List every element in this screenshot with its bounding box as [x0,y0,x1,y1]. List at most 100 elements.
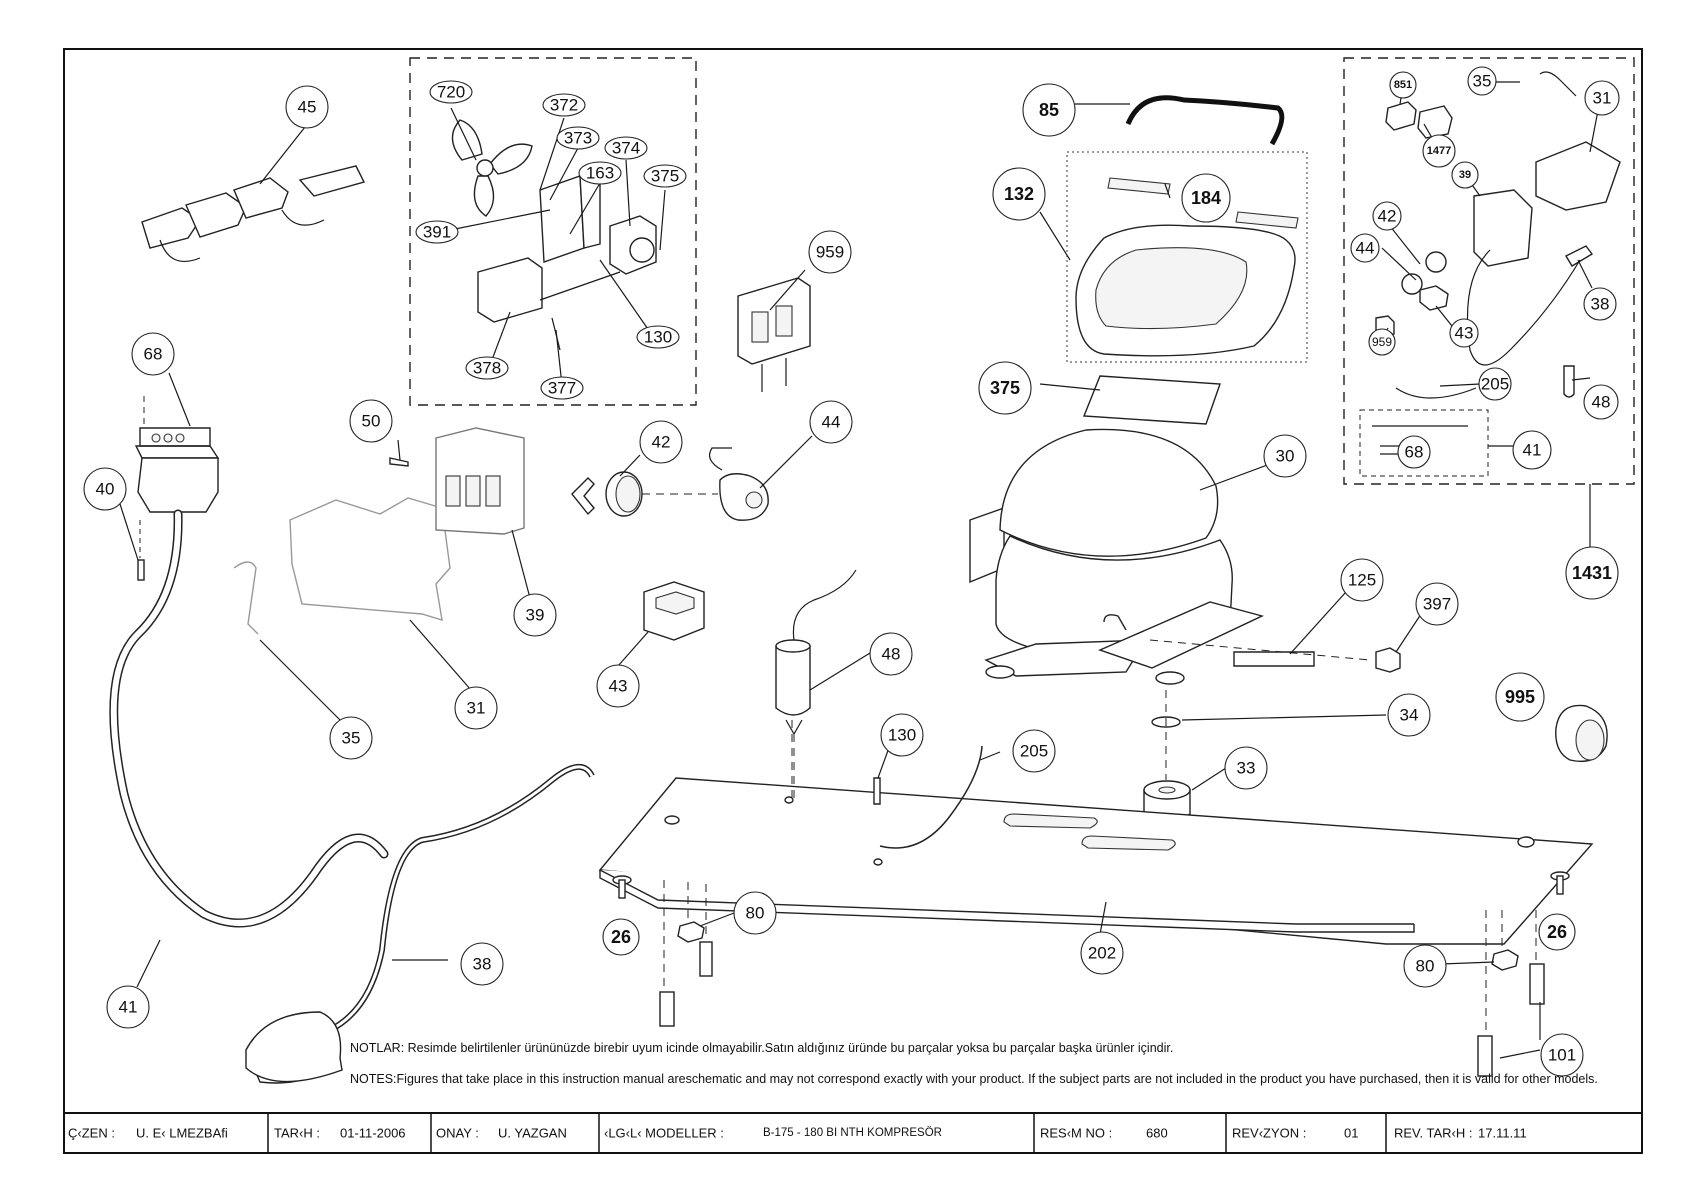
callout-80-a: 80 [733,891,777,935]
callout-205-b: 205 [1012,729,1056,773]
callout-375-b-label: 375 [990,378,1020,398]
callout-995: 995 [1495,672,1545,722]
part-130-screw [873,777,881,805]
callout-45-label: 45 [298,98,317,117]
callout-41-b: 41 [106,985,150,1029]
callout-38-b: 38 [460,942,504,986]
callout-374: 374 [604,136,648,160]
callout-80-b: 80 [1403,944,1447,988]
callout-101-label: 101 [1548,1046,1576,1065]
cable-kit-box [1359,409,1489,477]
callout-48-a-label: 48 [1592,393,1611,412]
callout-39-b-label: 39 [526,606,545,625]
callout-30: 30 [1263,434,1307,478]
tb-revtarih-value: 17.11.11 [1478,1126,1527,1141]
part-50-screw [389,457,409,467]
callout-959-b: 959 [1368,328,1396,356]
callout-378: 378 [465,356,509,380]
part-43-relay [643,581,705,641]
accessory-kit-box [1343,57,1635,485]
callout-41-a-label: 41 [1523,441,1542,460]
callout-125-label: 125 [1348,571,1376,590]
callout-44-b: 44 [809,400,853,444]
part-205-ground-wire [879,745,983,849]
callout-31-b: 31 [454,686,498,730]
callout-68-a-label: 68 [1405,443,1424,462]
callout-205-b-label: 205 [1020,742,1048,761]
callout-372-label: 372 [550,96,578,115]
callout-41-a: 41 [1512,430,1552,470]
tb-models-label: ‹LG‹L‹ MODELLER : [604,1126,724,1141]
part-44-overload [709,447,769,521]
callout-378-label: 378 [473,359,501,378]
callout-959-a-label: 959 [816,243,844,262]
part-85-wire-loop [1125,95,1285,146]
callout-35-b: 35 [329,716,373,760]
part-375-insulation-pad [1082,375,1221,425]
callout-391-label: 391 [423,223,451,242]
callout-163-label: 163 [586,164,614,183]
callout-125: 125 [1340,558,1384,602]
callout-163: 163 [578,161,622,185]
callout-43-a: 43 [1449,318,1479,348]
callout-85-label: 85 [1039,100,1059,120]
callout-184: 184 [1181,173,1231,223]
tb-tarih-value: 01-11-2006 [340,1126,406,1141]
callout-184-label: 184 [1191,188,1221,208]
callout-375-b: 375 [978,361,1032,415]
kit-parts-miniatures [1372,71,1621,455]
callout-33-label: 33 [1237,759,1256,778]
part-40-screw [137,520,145,581]
tb-cizen-value: U. E‹ LMEZBAfi [136,1126,228,1141]
callout-373-label: 373 [564,129,592,148]
part-26-screw-right [1550,871,1570,895]
part-720-fan-blade [451,119,533,217]
callout-48-a: 48 [1583,384,1619,420]
tb-revtarih-label: REV. TAR‹H : [1394,1126,1473,1141]
tb-revizyon-value: 01 [1344,1126,1358,1141]
part-42-clip [571,471,718,517]
callout-130-b-label: 130 [888,726,916,745]
callout-44-a-label: 44 [1356,239,1375,258]
callout-35-a: 35 [1467,66,1497,96]
callout-34-label: 34 [1400,706,1419,725]
callout-374-label: 374 [612,139,640,158]
callout-202: 202 [1080,931,1124,975]
callout-50: 50 [349,399,393,443]
part-397-plug [1375,647,1401,673]
fan-motor-group-box [409,57,697,406]
callout-1431: 1431 [1565,546,1619,600]
callout-31-b-label: 31 [467,699,486,718]
callout-40: 40 [83,467,127,511]
callout-720-label: 720 [437,83,465,102]
callout-375-a: 375 [643,164,687,188]
callout-43-b-label: 43 [609,677,628,696]
callout-68-b: 68 [131,332,175,376]
title-block: Ç‹ZEN : U. E‹ LMEZBAfi TAR‹H : 01-11-200… [64,1112,1642,1153]
callout-38-a: 38 [1583,287,1617,321]
callout-202-label: 202 [1088,944,1116,963]
callout-43-b: 43 [596,664,640,708]
part-fan-motor-bracket [477,174,657,351]
part-48-capacitor [775,569,857,798]
tb-resim-value: 680 [1146,1126,1168,1141]
callout-85: 85 [1022,83,1076,137]
callout-397-label: 397 [1423,595,1451,614]
callout-48-b-label: 48 [882,645,901,664]
tb-revizyon-label: REV‹ZYON : [1232,1126,1306,1141]
part-995-cap [1555,704,1608,763]
callout-39-a: 39 [1451,161,1479,189]
callout-80-b-label: 80 [1416,957,1435,976]
callout-26-b: 26 [1538,913,1576,951]
callout-101: 101 [1540,1033,1584,1077]
callout-33: 33 [1224,746,1268,790]
callout-377: 377 [540,376,584,400]
callout-38-b-label: 38 [473,955,492,974]
part-959-relay-block [737,277,811,392]
callout-132: 132 [992,167,1046,221]
callout-80-a-label: 80 [746,904,765,923]
callout-26-b-label: 26 [1547,922,1567,942]
callout-1477-label: 1477 [1427,145,1451,157]
part-68-socket [134,396,220,513]
part-132-compressor-cover [1075,224,1296,357]
